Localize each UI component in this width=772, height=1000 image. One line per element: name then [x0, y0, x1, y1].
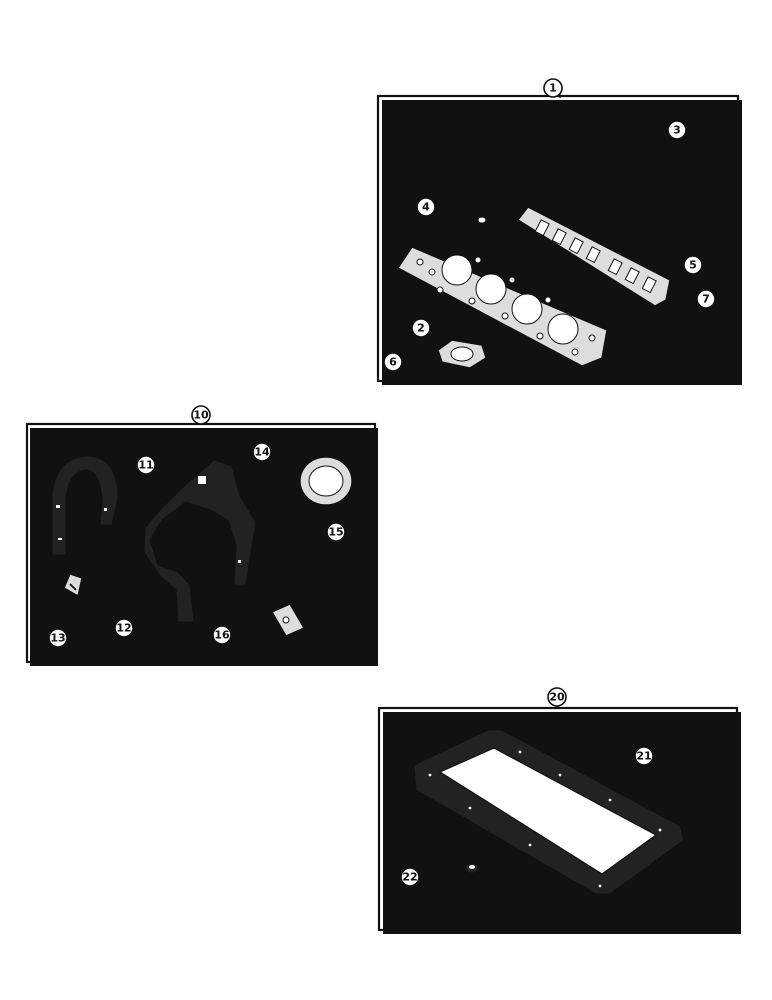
- drain-plug-gasket: [464, 862, 480, 874]
- callout-12: 12: [114, 618, 134, 638]
- callout-10-label: 10: [193, 409, 209, 422]
- outlet-gasket: [666, 326, 709, 355]
- panel-oil-pan-gasket-set: [377, 706, 741, 934]
- pump-gasket: [317, 560, 347, 607]
- callout-5: 5: [683, 255, 703, 275]
- callout-12-label: 12: [116, 622, 131, 635]
- callout-16: 16: [212, 625, 232, 645]
- round-gasket: [299, 456, 353, 506]
- panel-upper-gasket-set: [376, 94, 742, 385]
- oil-pan-gasket: [413, 729, 685, 895]
- callout-5-label: 5: [689, 259, 697, 272]
- head-gasket: [396, 246, 608, 367]
- callout-21: 21: [634, 746, 654, 766]
- callout-16-label: 16: [214, 629, 230, 642]
- callout-20-label: 20: [549, 691, 565, 704]
- callout-14: 14: [252, 442, 272, 462]
- panel-lower-gasket-set: [25, 422, 378, 666]
- callout-21-label: 21: [636, 750, 651, 763]
- callout-1: 1: [543, 78, 563, 98]
- callout-11: 11: [136, 455, 156, 475]
- plug: [477, 216, 487, 224]
- callout-20: 20: [547, 687, 567, 707]
- rocker-cover-gasket: [521, 113, 715, 235]
- callout-6: 6: [383, 352, 403, 372]
- callout-15-label: 15: [328, 526, 343, 539]
- callout-1-label: 1: [549, 82, 557, 95]
- callout-13: 13: [48, 628, 68, 648]
- small-cover-gasket: [63, 573, 83, 598]
- manifold-gasket: [516, 206, 671, 307]
- callout-3-label: 3: [673, 124, 681, 137]
- callout-15: 15: [326, 522, 346, 542]
- callout-22-label: 22: [402, 871, 417, 884]
- callout-6-label: 6: [389, 356, 397, 369]
- callout-7-label: 7: [702, 293, 710, 306]
- callout-2: 2: [411, 318, 431, 338]
- callout-3: 3: [667, 120, 687, 140]
- callout-10: 10: [191, 405, 211, 425]
- callout-4-label: 4: [422, 201, 430, 214]
- callout-7: 7: [696, 289, 716, 309]
- callout-13-label: 13: [50, 632, 65, 645]
- callout-14-label: 14: [254, 446, 270, 459]
- callout-4: 4: [416, 197, 436, 217]
- callout-11-label: 11: [138, 459, 153, 472]
- leader-lines: [57, 88, 702, 877]
- rear-seal: [51, 455, 119, 556]
- elbow-gasket: [437, 339, 487, 369]
- callout-22: 22: [400, 867, 420, 887]
- timing-cover-gasket: [143, 459, 257, 623]
- cover-plate-gasket: [271, 603, 305, 637]
- callout-2-label: 2: [417, 322, 425, 335]
